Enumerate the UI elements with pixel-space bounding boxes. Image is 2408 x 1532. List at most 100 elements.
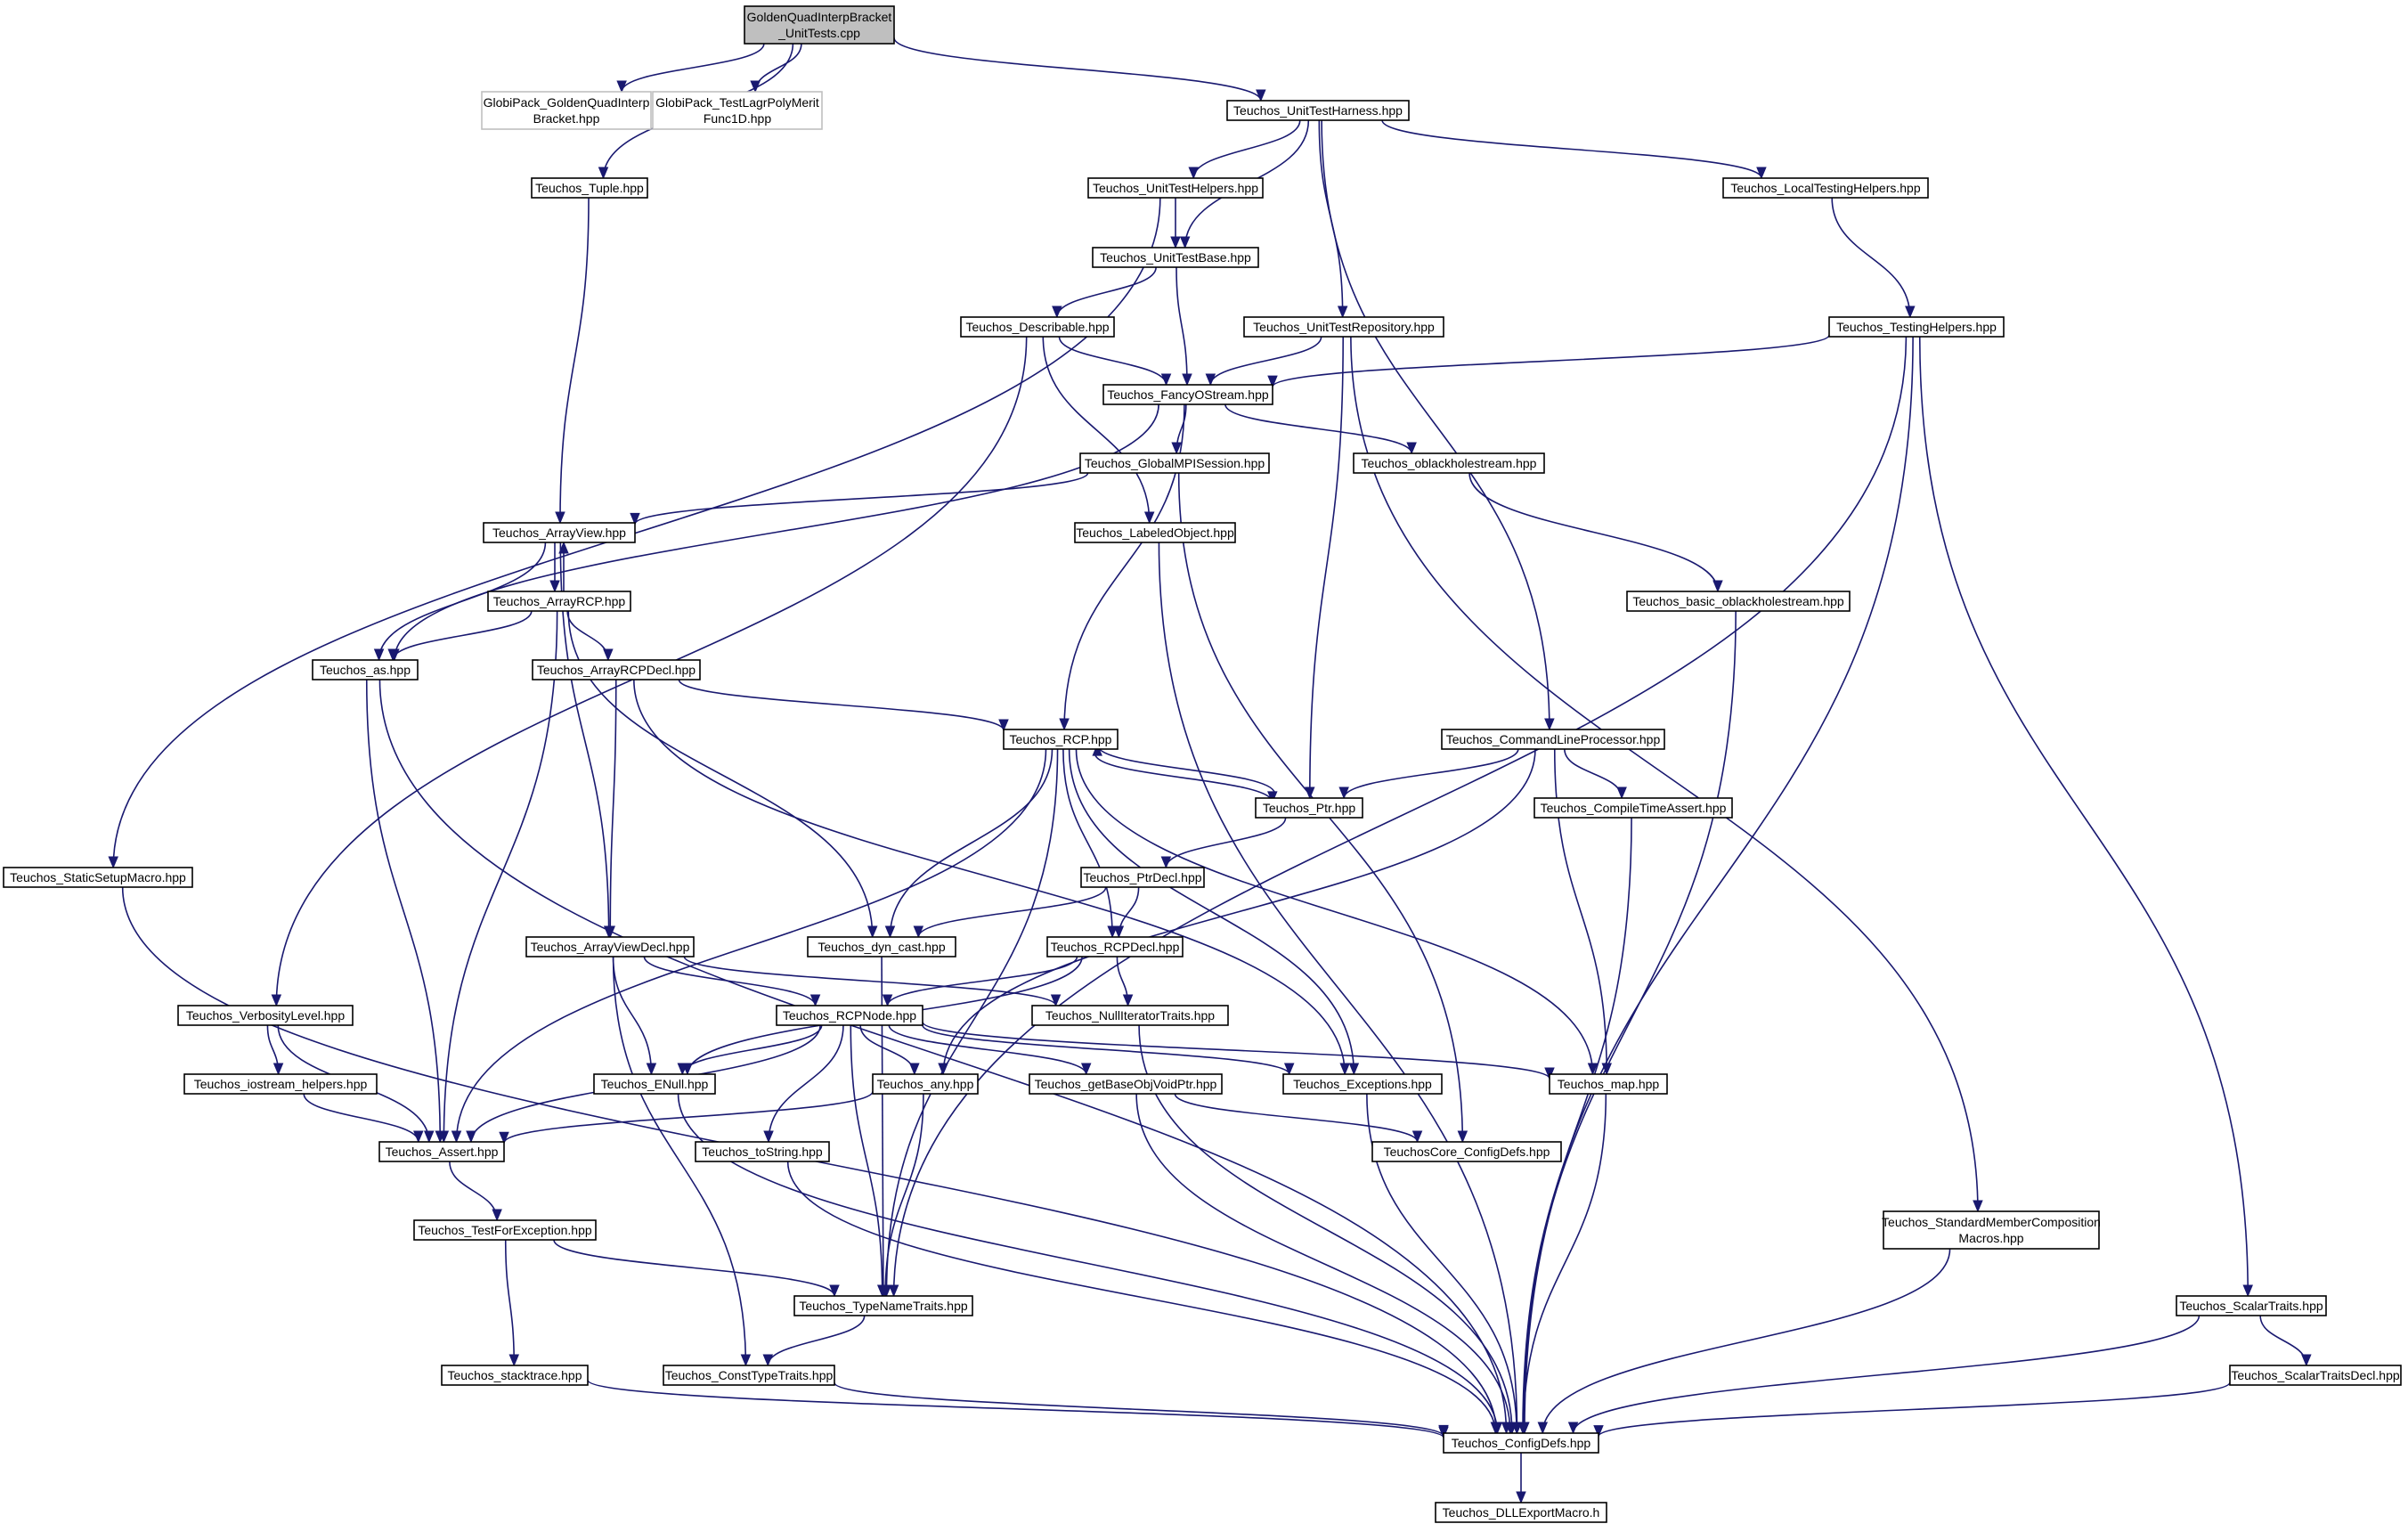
edge-arrowhead bbox=[1511, 1422, 1522, 1435]
node-describable[interactable]: Teuchos_Describable.hpp bbox=[960, 316, 1115, 338]
edge-testforexception-to-typenametraits bbox=[553, 1239, 840, 1298]
node-consttypetraits[interactable]: Teuchos_ConstTypeTraits.hpp bbox=[663, 1365, 835, 1386]
node-nulliteratortraits[interactable]: Teuchos_NullIteratorTraits.hpp bbox=[1031, 1005, 1229, 1026]
edge-arrowhead bbox=[424, 1130, 435, 1144]
node-rcpnode[interactable]: Teuchos_RCPNode.hpp bbox=[776, 1005, 923, 1026]
edge-ptr-to-rcp bbox=[1092, 743, 1276, 795]
node-rcp[interactable]: Teuchos_RCP.hpp bbox=[1003, 729, 1119, 750]
node-basic_oblackholestream[interactable]: Teuchos_basic_oblackholestream.hpp bbox=[1626, 591, 1851, 612]
edge-arrowhead bbox=[938, 1063, 948, 1076]
edge-arrowhead bbox=[1171, 442, 1182, 455]
edge-line bbox=[786, 1161, 1497, 1434]
edge-arrowhead bbox=[1160, 373, 1172, 387]
edge-line bbox=[1135, 1093, 1511, 1434]
node-staticsetupmacro[interactable]: Teuchos_StaticSetupMacro.hpp bbox=[3, 867, 193, 888]
edge-rcpdecl-to-nulliteratortraits bbox=[1116, 956, 1134, 1007]
node-box bbox=[525, 936, 695, 958]
edge-arrowhead bbox=[603, 648, 614, 662]
edge-commandlineprocessor-to-compiletimeassert bbox=[1564, 748, 1627, 800]
edge-arrowhead bbox=[880, 1284, 891, 1298]
node-verbositylevel[interactable]: Teuchos_VerbosityLevel.hpp bbox=[177, 1005, 354, 1026]
node-unittesthelpers[interactable]: Teuchos_UnitTestHelpers.hpp bbox=[1087, 177, 1264, 199]
edge-arrowhead bbox=[387, 648, 398, 662]
edge-arrowhead bbox=[1756, 167, 1767, 180]
edge-rcpnode-to-typenametraits bbox=[850, 1024, 888, 1298]
node-arrayrcp[interactable]: Teuchos_ArrayRCP.hpp bbox=[487, 591, 631, 612]
node-box bbox=[1080, 867, 1205, 888]
node-arrayviewdecl[interactable]: Teuchos_ArrayViewDecl.hpp bbox=[525, 936, 695, 958]
edge-line bbox=[1094, 753, 1273, 803]
node-box bbox=[1031, 1005, 1229, 1026]
node-box bbox=[593, 1073, 716, 1095]
node-scalartraitsdecl[interactable]: Teuchos_ScalarTraitsDecl.hpp bbox=[2229, 1365, 2402, 1386]
edge-map-to-configdefs bbox=[1517, 1093, 1607, 1435]
node-dyn_cast[interactable]: Teuchos_dyn_cast.hpp bbox=[807, 936, 956, 958]
edge-arrowhead bbox=[1337, 306, 1348, 319]
node-testinghelpers[interactable]: Teuchos_TestingHelpers.hpp bbox=[1828, 316, 2005, 338]
edge-line bbox=[1831, 197, 1911, 318]
node-ptr[interactable]: Teuchos_Ptr.hpp bbox=[1255, 797, 1363, 819]
node-label: Teuchos_dyn_cast.hpp bbox=[818, 940, 945, 954]
node-typenametraits[interactable]: Teuchos_TypeNameTraits.hpp bbox=[793, 1295, 973, 1316]
node-assert[interactable]: Teuchos_Assert.hpp bbox=[378, 1141, 505, 1162]
edge-line bbox=[559, 542, 610, 938]
node-rcpdecl[interactable]: Teuchos_RCPDecl.hpp bbox=[1046, 936, 1184, 958]
node-globalmpisession[interactable]: Teuchos_GlobalMPISession.hpp bbox=[1079, 452, 1270, 474]
node-labeledobject[interactable]: Teuchos_LabeledObject.hpp bbox=[1074, 522, 1236, 543]
edge-line bbox=[1209, 336, 1322, 386]
edge-testinghelpers-to-configdefs bbox=[1519, 336, 1914, 1435]
edge-line bbox=[885, 748, 1059, 1297]
node-any[interactable]: Teuchos_any.hpp bbox=[872, 1073, 979, 1095]
node-ptrdecl[interactable]: Teuchos_PtrDecl.hpp bbox=[1080, 867, 1205, 888]
node-iostream_helpers[interactable]: Teuchos_iostream_helpers.hpp bbox=[183, 1073, 378, 1095]
node-as[interactable]: Teuchos_as.hpp bbox=[312, 659, 419, 680]
edge-arrowhead bbox=[413, 1130, 424, 1144]
node-scalartraits[interactable]: Teuchos_ScalarTraits.hpp bbox=[2176, 1295, 2327, 1316]
node-root[interactable]: GoldenQuadInterpBracket_UnitTests.cpp bbox=[744, 5, 895, 45]
node-fancyostream[interactable]: Teuchos_FancyOStream.hpp bbox=[1102, 384, 1273, 405]
node-stacktrace[interactable]: Teuchos_stacktrace.hpp bbox=[441, 1365, 589, 1386]
edge-arrowhead bbox=[913, 925, 924, 939]
node-box bbox=[487, 591, 631, 612]
node-dllexportmacro[interactable]: Teuchos_DLLExportMacro.h bbox=[1435, 1502, 1607, 1523]
node-label: Teuchos_ArrayView.hpp bbox=[492, 526, 626, 540]
node-exceptions[interactable]: Teuchos_Exceptions.hpp bbox=[1282, 1073, 1443, 1095]
node-tuple[interactable]: Teuchos_Tuple.hpp bbox=[531, 177, 648, 199]
node-compiletimeassert[interactable]: Teuchos_CompileTimeAssert.hpp bbox=[1533, 797, 1733, 819]
node-box bbox=[481, 91, 652, 130]
edge-line bbox=[378, 679, 1508, 1434]
edge-line bbox=[587, 1379, 1444, 1438]
node-teuchoscore_configdefs[interactable]: TeuchosCore_ConfigDefs.hpp bbox=[1371, 1141, 1562, 1162]
edge-arrowhead bbox=[1107, 925, 1118, 939]
node-commandlineprocessor[interactable]: Teuchos_CommandLineProcessor.hpp bbox=[1441, 729, 1665, 750]
node-configdefs[interactable]: Teuchos_ConfigDefs.hpp bbox=[1443, 1432, 1599, 1454]
edge-arrowhead bbox=[630, 512, 640, 526]
node-arrayrcpdecl[interactable]: Teuchos_ArrayRCPDecl.hpp bbox=[532, 659, 701, 680]
edge-line bbox=[1308, 336, 1345, 799]
node-box bbox=[872, 1073, 979, 1095]
edge-line bbox=[917, 886, 1107, 938]
edge-line bbox=[1272, 334, 1830, 387]
node-unittestbase[interactable]: Teuchos_UnitTestBase.hpp bbox=[1092, 247, 1259, 268]
node-tostring[interactable]: Teuchos_toString.hpp bbox=[695, 1141, 830, 1162]
edge-arrayviewdecl-to-rcpnode bbox=[643, 956, 821, 1007]
edge-line bbox=[1174, 1093, 1419, 1143]
node-map[interactable]: Teuchos_map.hpp bbox=[1549, 1073, 1668, 1095]
node-testforexception[interactable]: Teuchos_TestForException.hpp bbox=[413, 1219, 597, 1241]
node-unittestharness[interactable]: Teuchos_UnitTestHarness.hpp bbox=[1226, 100, 1410, 121]
edge-arrowhead bbox=[1457, 1130, 1468, 1144]
node-oblackholestream[interactable]: Teuchos_oblackholestream.hpp bbox=[1353, 452, 1545, 474]
edge-arrayview-to-as bbox=[373, 542, 547, 662]
node-enull[interactable]: Teuchos_ENull.hpp bbox=[593, 1073, 716, 1095]
node-box bbox=[776, 1005, 923, 1026]
edge-line bbox=[303, 1093, 419, 1143]
edge-rcp-to-map bbox=[1075, 748, 1599, 1076]
edge-line bbox=[609, 679, 617, 938]
node-standardmembercomposition[interactable]: Teuchos_StandardMemberCompositionMacros.… bbox=[1882, 1210, 2101, 1250]
edge-line bbox=[1042, 336, 1151, 524]
node-unittestrepository[interactable]: Teuchos_UnitTestRepository.hpp bbox=[1243, 316, 1444, 338]
edge-line bbox=[634, 472, 1089, 525]
node-getbaseobjvoidptr[interactable]: Teuchos_getBaseObjVoidPtr.hpp bbox=[1029, 1073, 1223, 1095]
node-arrayview[interactable]: Teuchos_ArrayView.hpp bbox=[483, 522, 636, 543]
node-localtestinghelpers[interactable]: Teuchos_LocalTestingHelpers.hpp bbox=[1722, 177, 1929, 199]
